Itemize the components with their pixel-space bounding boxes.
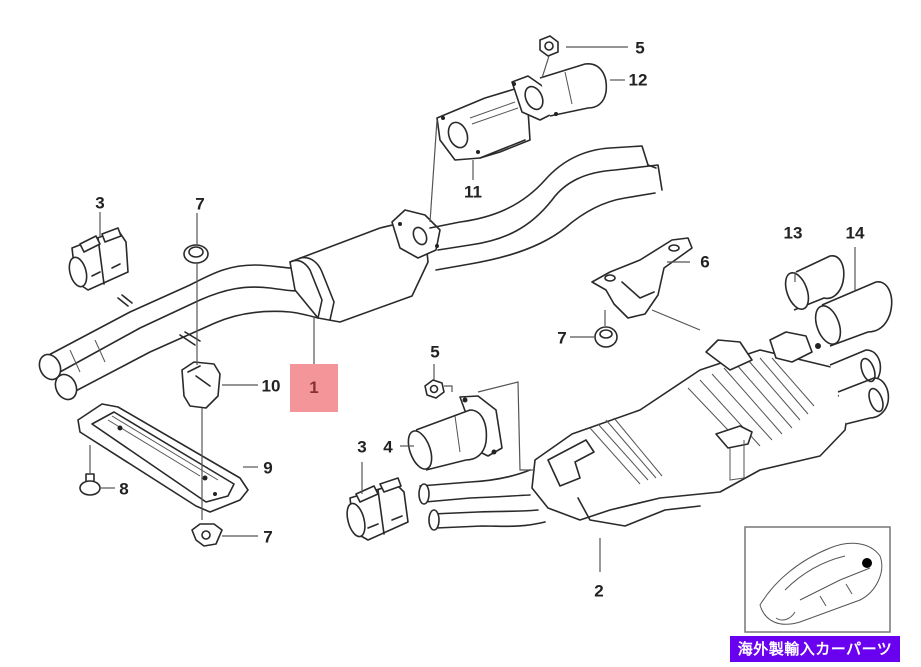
support-plate-9[interactable] (77, 403, 249, 513)
callout-13-small-tip[interactable]: 13 (783, 223, 803, 243)
callout-9-plate[interactable]: 9 (263, 458, 273, 478)
callout-3-rear-clamp[interactable]: 3 (357, 437, 367, 457)
pipe-connector-12[interactable] (511, 63, 608, 121)
front-pipe-assembly[interactable] (35, 145, 663, 403)
callout-3-front-clamp[interactable]: 3 (95, 193, 105, 213)
rubber-mount-7-upper[interactable] (183, 244, 209, 264)
callout-1-highlighted[interactable]: 1 (290, 364, 338, 412)
callout-10-bracket[interactable]: 10 (261, 376, 281, 396)
callout-6-hanger[interactable]: 6 (700, 252, 710, 272)
pipe-connector-4[interactable] (404, 395, 503, 472)
callout-7-right-mount[interactable]: 7 (557, 328, 567, 348)
callout-12-connector[interactable]: 12 (628, 70, 648, 90)
callout-8-bolt[interactable]: 8 (119, 479, 129, 499)
callout-7-lower-mount[interactable]: 7 (263, 527, 273, 547)
callout-4-connector[interactable]: 4 (383, 437, 393, 457)
hanger-bracket-6[interactable] (591, 237, 693, 319)
rubber-mount-7-lower[interactable] (191, 523, 223, 547)
clamp-3-front[interactable] (66, 227, 129, 291)
callout-7-upper-mount[interactable]: 7 (195, 194, 205, 214)
callout-14-large-tip[interactable]: 14 (845, 223, 865, 243)
leader-lines (89, 46, 856, 572)
bracket-clamp-10[interactable] (181, 361, 221, 409)
tailpipe-trim-13[interactable] (781, 255, 845, 312)
tailpipe-trim-14[interactable] (811, 281, 893, 348)
locator-car-drawing (744, 526, 891, 633)
rubber-mount-7-right[interactable] (594, 326, 618, 348)
callout-2-muffler[interactable]: 2 (594, 581, 604, 601)
callout-5-lower-nut[interactable]: 5 (430, 342, 440, 362)
rear-muffler-2[interactable] (418, 331, 890, 531)
nut-5-upper[interactable] (539, 35, 559, 57)
callout-5-upper-nut[interactable]: 5 (635, 38, 645, 58)
callout-11-adapter[interactable]: 11 (464, 182, 482, 202)
bolt-8[interactable] (79, 473, 101, 496)
nut-5-lower[interactable] (424, 379, 445, 399)
flanged-adapter-11[interactable] (436, 87, 531, 161)
callout-1-label: 1 (309, 378, 319, 397)
clamp-3-rear[interactable] (344, 477, 409, 541)
watermark-banner: 海外製輸入カーパーツ (730, 636, 900, 662)
